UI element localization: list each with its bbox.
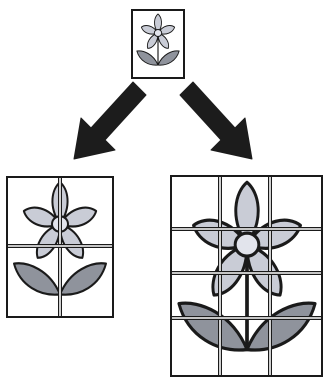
source-picture	[131, 9, 185, 79]
tile-grid-2x	[7, 177, 113, 317]
enlarged-3x-picture	[170, 175, 323, 377]
tile-grid-3x	[171, 176, 322, 376]
arrow-down-right-icon	[179, 81, 253, 160]
enlarged-2x-picture	[6, 176, 114, 318]
arrow-down-left-icon	[73, 81, 147, 160]
